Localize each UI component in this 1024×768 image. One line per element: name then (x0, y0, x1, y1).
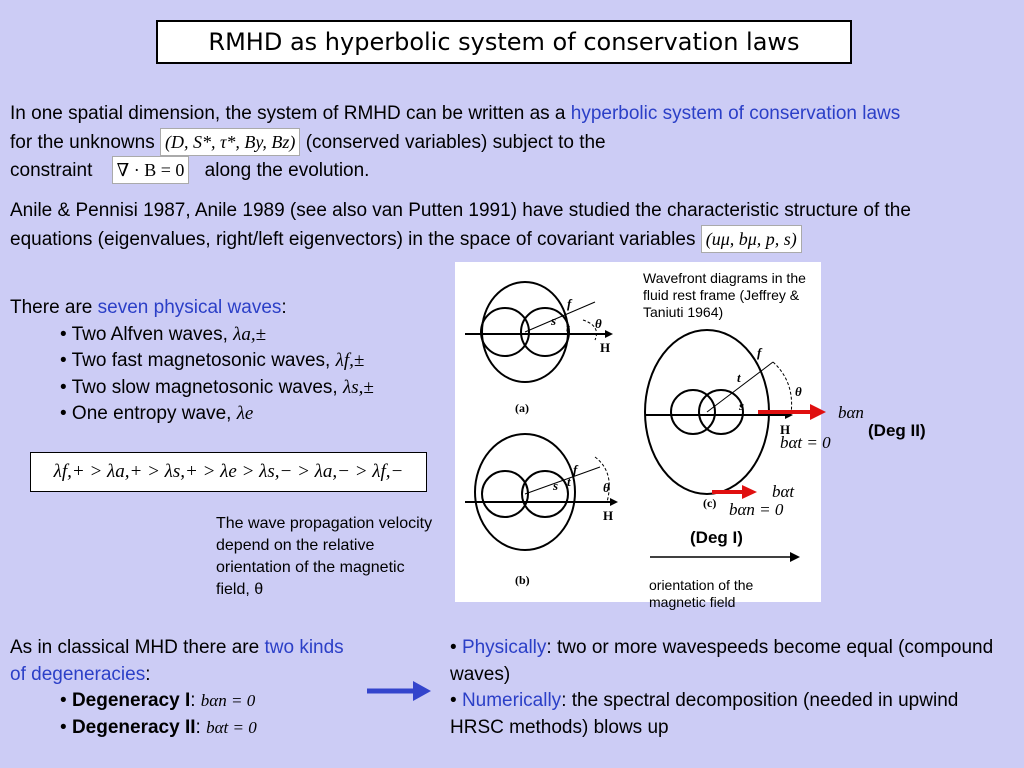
list-item: • Physically: two or more wavespeeds bec… (450, 637, 994, 685)
intro-paragraph: In one spatial dimension, the system of … (10, 101, 910, 185)
label-s-b: s (552, 478, 558, 493)
figure-caption: Wavefront diagrams in the fluid rest fra… (643, 270, 806, 320)
right-arrow-icon (367, 681, 431, 701)
slide-title: RMHD as hyperbolic system of conservatio… (156, 20, 852, 64)
list-item: • Degeneracy I: bαn = 0 (60, 690, 256, 711)
consequences-section: • Physically: two or more wavespeeds bec… (450, 635, 1010, 741)
b-tangent-label: bαt (772, 482, 795, 501)
hyperbolic-link-text: hyperbolic system of conservation laws (570, 103, 901, 124)
axis-h-c: H (780, 422, 790, 437)
panel-a-label: (a) (515, 401, 529, 415)
list-item: • One entropy wave, λe (60, 403, 254, 424)
deg-ii-label: (Deg II) (868, 421, 926, 440)
axis-h-b: H (603, 508, 613, 523)
label-theta-b: θ (603, 480, 610, 495)
list-item: • Degeneracy II: bαt = 0 (60, 716, 257, 738)
wavefront-diagrams: H H H f s t θ f s t θ f t s θ (a) (b) (c… (465, 281, 802, 587)
label-theta-c: θ (795, 384, 802, 399)
list-item: • Two Alfven waves, λa,± (60, 323, 267, 345)
list-item: • Two slow magnetosonic waves, λs,± (60, 376, 374, 398)
deg-i-label: (Deg I) (690, 528, 743, 547)
label-f-a: f (567, 296, 573, 311)
label-s-c: s (738, 398, 744, 413)
label-s-a: s (550, 313, 556, 328)
label-t-c: t (737, 370, 741, 385)
orientation-caption: orientation of the magnetic field (649, 577, 754, 610)
panel-c-label: (c) (703, 496, 716, 510)
covariant-vars-formula: (uμ, bμ, p, s) (700, 224, 802, 253)
label-f-b: f (573, 462, 579, 477)
axis-h-a: H (600, 340, 610, 355)
label-theta-a: θ (595, 316, 602, 331)
label-f-c: f (757, 345, 763, 360)
label-t-a: t (566, 320, 570, 335)
b-normal-label: bαn (838, 403, 864, 422)
degeneracies-section: As in classical MHD there are two kinds … (10, 635, 360, 741)
wavefront-figure: H H H f s t θ f s t θ f t s θ (a) (b) (c… (455, 262, 821, 610)
characteristic-paragraph: Anile & Pennisi 1987, Anile 1989 (see al… (10, 198, 945, 253)
b-normal-zero-label: bαn = 0 (729, 500, 784, 519)
b-tangent-zero-label: bαt = 0 (780, 433, 831, 452)
list-item: • Numerically: the spectral decompositio… (450, 690, 959, 738)
label-t-b: t (567, 474, 571, 489)
degeneracy-arrows (712, 404, 826, 499)
waves-section: There are seven physical waves: • Two Al… (10, 295, 450, 428)
panel-b-label: (b) (515, 573, 530, 587)
constraint-formula: ∇ · B = 0 (111, 156, 190, 184)
unknowns-formula: (D, S*, τ*, By, Bz) (159, 127, 301, 156)
wave-ordering-inequality: λf,+ > λa,+ > λs,+ > λe > λs,− > λa,− > … (30, 452, 427, 492)
waves-list: • Two Alfven waves, λa,± • Two fast magn… (10, 322, 450, 428)
propagation-note: The wave propagation velocity depend on … (216, 515, 433, 598)
list-item: • Two fast magnetosonic waves, λf,± (60, 350, 365, 371)
